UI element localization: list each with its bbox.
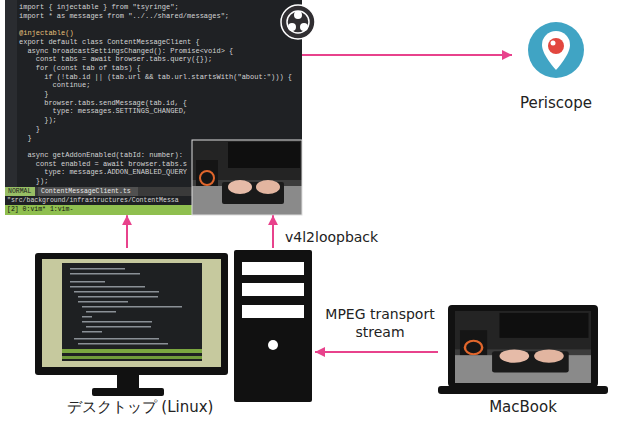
macbook-node: MacBook — [438, 303, 610, 420]
flow-arrow — [126, 215, 128, 248]
tower-pc — [234, 250, 312, 402]
desktop-monitor — [78, 296, 158, 298]
tmux-status: [2] 0:vim* 1:vim- — [7, 206, 73, 213]
desktop-monitor — [82, 321, 152, 323]
webcam-photo — [455, 311, 591, 383]
code-line: } — [19, 91, 48, 99]
desktop-monitor — [82, 316, 92, 318]
editor-screenshot — [5, 187, 35, 196]
tower-pc — [242, 305, 304, 318]
periscope-icon — [548, 38, 564, 54]
flow-arrow — [272, 215, 274, 248]
code-line: browser.tabs.sendMessage(tab.id, { — [19, 100, 187, 108]
obs-logo — [300, 23, 308, 31]
periscope-icon — [528, 22, 584, 78]
code-line: import { injectable } from "tsyringe"; — [19, 4, 179, 12]
code-line: if (!tab.id || (tab.url && tab.url.start… — [19, 74, 292, 82]
desktop-monitor — [70, 286, 145, 288]
desktop-monitor — [62, 263, 202, 361]
code-line: continue; — [19, 82, 90, 90]
flow-arrow — [302, 54, 512, 56]
editor-screenshot — [5, 0, 302, 215]
vim-mode: NORMAL — [8, 188, 31, 195]
desktop-monitor — [62, 356, 202, 359]
desktop-node: デスクトップ (Linux) — [30, 248, 315, 420]
desktop-monitor — [86, 326, 151, 328]
code-line: export default class ContentMessageClien… — [19, 39, 200, 47]
desktop-monitor — [78, 301, 128, 303]
desktop-monitor — [92, 388, 164, 396]
webcam-photo — [192, 140, 302, 215]
obs-logo — [288, 23, 296, 31]
code-line: @injectable() — [19, 30, 74, 38]
desktop-monitor — [117, 375, 139, 390]
obs-logo — [287, 11, 309, 33]
vim-message: "src/background/infrastructures/ContentM… — [7, 197, 179, 204]
code-line: const tabs = await browser.tabs.query({}… — [19, 56, 212, 64]
desktop-monitor — [35, 253, 228, 396]
node-label: MacBook — [438, 398, 608, 416]
periscope-icon — [528, 22, 584, 78]
desktop-monitor — [82, 306, 182, 308]
webcam-inset — [192, 140, 302, 215]
periscope-icon — [551, 41, 556, 46]
code-line: for (const tab of tabs) { — [19, 65, 141, 73]
node-label: Periscope — [512, 94, 600, 112]
flow-arrow — [315, 351, 438, 353]
desktop-monitor — [35, 253, 228, 375]
code-line: async getAddonEnabled(tabId: number): — [19, 152, 183, 160]
obs-logo — [281, 5, 315, 39]
code-line: const enabled = await browser.tabs.s — [19, 161, 187, 169]
edge-label: v4l2loopback — [283, 229, 380, 247]
code-line: type: messages.ADDON_ENABLED_QUERY — [19, 169, 187, 177]
desktop-monitor — [70, 268, 125, 270]
desktop-monitor — [42, 259, 221, 367]
code-line: }); — [19, 178, 48, 186]
macbook — [438, 386, 608, 394]
file-name: ContentMessageClient.ts — [41, 188, 131, 195]
tower-pc — [268, 340, 278, 350]
desktop-monitor — [86, 311, 116, 313]
desktop-monitor — [74, 291, 159, 293]
obs-logo — [281, 5, 315, 39]
tower-pc — [234, 250, 312, 402]
code-line: type: messages.SETTINGS_CHANGED, — [19, 108, 187, 116]
editor-screenshot — [5, 0, 17, 187]
code-line: import * as messages from "../../shared/… — [19, 13, 229, 21]
webcam-inset — [192, 140, 302, 215]
desktop-monitor — [62, 349, 202, 353]
tower-pc — [242, 262, 304, 275]
code-line: } — [19, 126, 40, 134]
desktop-monitor — [74, 338, 159, 340]
desktop-monitor — [70, 273, 140, 275]
desktop-monitor — [70, 268, 182, 345]
macbook — [448, 305, 598, 387]
node-label: デスクトップ (Linux) — [30, 398, 250, 416]
code-line: }); — [19, 117, 57, 125]
edge-label: MPEG transport stream — [318, 306, 442, 341]
editor-screenshot — [5, 0, 302, 215]
desktop-monitor — [82, 331, 102, 333]
obs-logo — [294, 11, 302, 19]
periscope-icon — [542, 31, 570, 70]
editor-screenshot — [38, 187, 138, 196]
desktop-monitor — [70, 281, 105, 283]
code-line: async broadcastSettingsChanged(): Promis… — [19, 48, 233, 56]
periscope-node: Periscope — [512, 18, 602, 115]
editor-screenshot: import { injectable } from "tsyringe";im… — [5, 0, 302, 215]
tower-pc — [242, 283, 304, 296]
macbook — [438, 305, 608, 394]
desktop-monitor — [78, 343, 168, 345]
code-line: } — [19, 135, 32, 143]
